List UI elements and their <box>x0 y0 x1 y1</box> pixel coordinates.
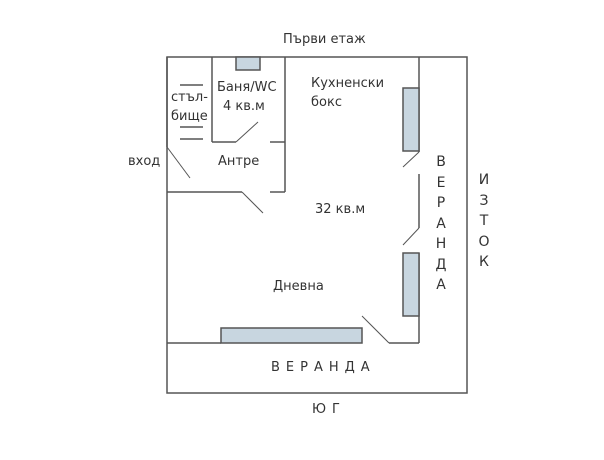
kitchen-label-2: бокс <box>311 95 342 110</box>
living-door <box>241 191 264 214</box>
kitchen-label-1: Кухненски <box>311 76 385 91</box>
entrance-label: вход <box>128 154 161 169</box>
east-door-1 <box>402 151 420 168</box>
window-south <box>220 327 363 344</box>
living-label: Дневна <box>273 279 324 294</box>
bath-area: 4 кв.м <box>223 99 265 114</box>
stairs-label-1: стъл- <box>171 90 208 105</box>
window-east <box>402 252 420 317</box>
plan-title: Първи етаж <box>283 32 366 47</box>
window-kitchen <box>402 87 420 152</box>
window-bath <box>235 56 261 71</box>
south-direction-label: ЮГ <box>312 402 346 417</box>
east-direction-label: ИЗТОК <box>478 172 490 270</box>
east-veranda-label: ВЕРАНДА <box>435 154 447 293</box>
outer-boundary <box>166 56 468 394</box>
hall-label: Антре <box>218 154 260 169</box>
south-veranda-label: ВЕРАНДА <box>271 360 376 375</box>
bath-door <box>235 121 259 143</box>
bath-label: Баня/WC <box>217 80 277 95</box>
entrance-door <box>166 146 191 179</box>
east-door-2 <box>402 227 420 246</box>
south-door <box>361 315 390 344</box>
main-area-label: 32 кв.м <box>315 202 366 217</box>
stairs-label-2: бище <box>171 109 208 124</box>
